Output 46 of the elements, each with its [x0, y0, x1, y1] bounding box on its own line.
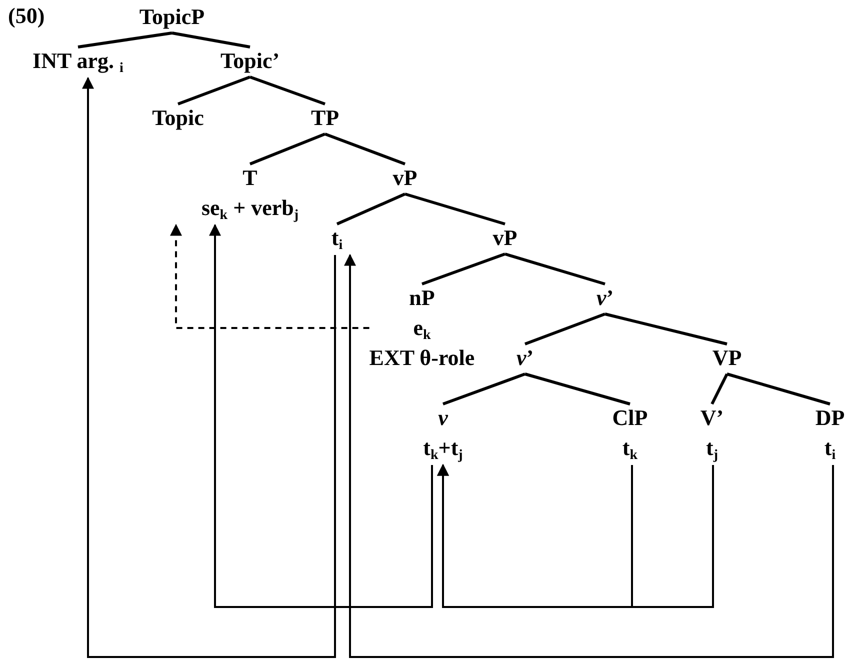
tree-branch [404, 192, 506, 226]
node-label: T [242, 164, 258, 192]
trace-label: t$_{i}$ [824, 434, 836, 463]
tree-branch [524, 372, 630, 406]
tree-branch [336, 192, 406, 226]
tree-branch [504, 252, 606, 286]
tree-branch [710, 373, 728, 405]
tree-branch [249, 132, 326, 166]
tree-branch [172, 32, 250, 48]
node-label: v’ [596, 284, 614, 312]
tree-branch [250, 76, 326, 106]
trace-label: EXT θ-role [369, 344, 475, 372]
node-label: t$_{i}$ [331, 224, 343, 253]
tree-branch [524, 312, 606, 346]
movement-arrow [209, 224, 433, 608]
node-label: INT arg. $_{i}$ [32, 47, 124, 76]
movement-arrow [437, 464, 714, 608]
node-label: VP [712, 344, 742, 372]
tree-branch [726, 372, 830, 406]
tree-branch [177, 76, 251, 106]
node-label: v [438, 404, 448, 432]
node-label: vP [392, 164, 418, 192]
trace-label: t$_{k}$ [622, 434, 638, 463]
trace-label: e$_{k}$ [413, 314, 431, 343]
trace-label: t$_{k}$+t$_{j}$ [423, 434, 463, 463]
node-label: DP [815, 404, 845, 432]
node-label: TopicP [139, 3, 205, 31]
node-label: Topic [152, 104, 204, 132]
example-number: (50) [8, 2, 45, 30]
tree-branch [421, 252, 506, 286]
node-label: V’ [700, 404, 724, 432]
tree-branch [442, 372, 526, 406]
node-label: vP [492, 224, 518, 252]
tree-branch [324, 132, 406, 166]
movement-arrow [82, 76, 336, 658]
trace-label: t$_{j}$ [706, 434, 718, 463]
movement-arrow [344, 254, 834, 658]
dashed-movement-arrow [170, 224, 370, 329]
tree-branch [78, 32, 172, 48]
node-label: ClP [612, 404, 648, 432]
node-label: v’ [516, 344, 534, 372]
node-label: nP [409, 284, 435, 312]
tree-branch [604, 312, 728, 346]
node-label: Topic’ [220, 47, 280, 75]
node-label: TP [310, 104, 340, 132]
trace-label: se$_{k}$ + verb$_{j}$ [201, 194, 299, 223]
